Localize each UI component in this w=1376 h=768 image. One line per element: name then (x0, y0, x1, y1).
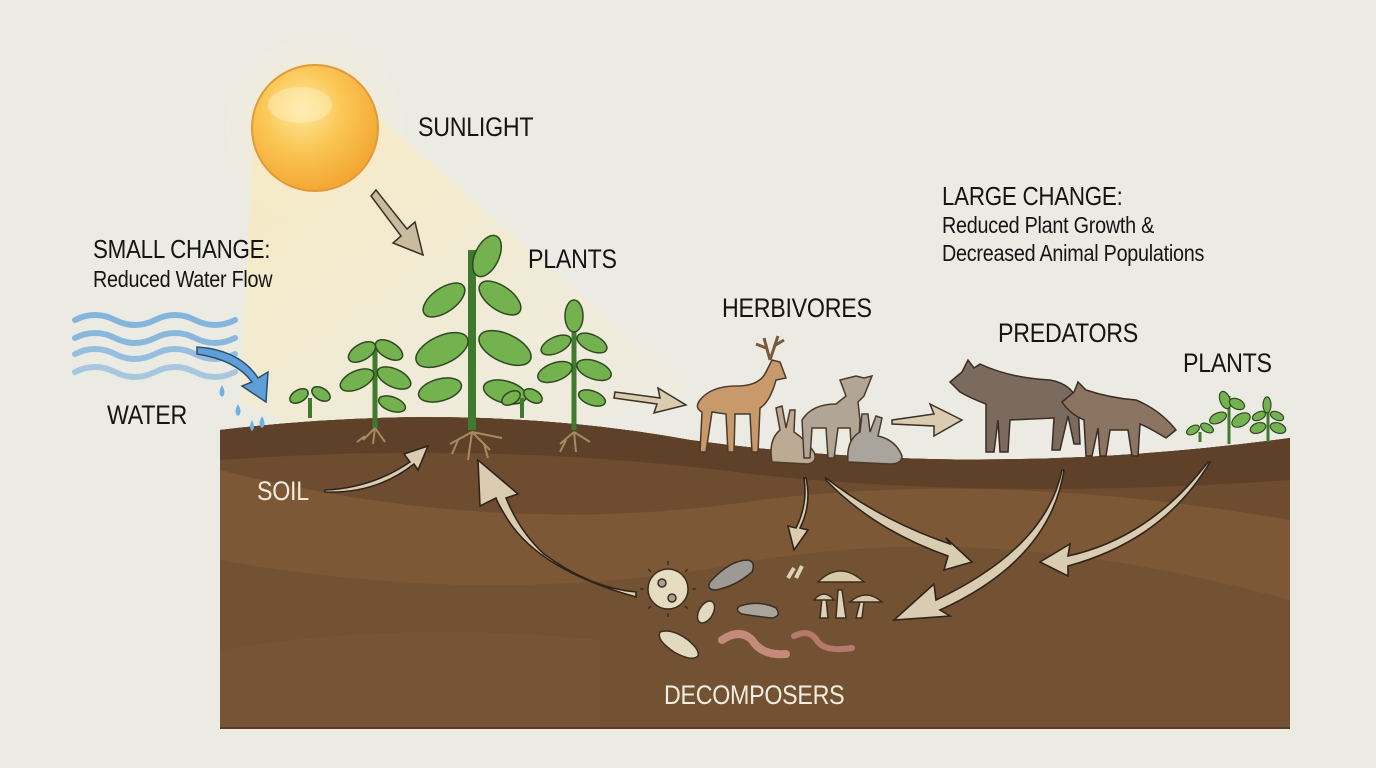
sunlight-arrow (370, 188, 425, 257)
water-waves-icon (72, 312, 238, 380)
soil-label: SOIL (257, 476, 309, 506)
decomposers-to-plants-arrow (477, 458, 637, 599)
nutrient-flow-arrows (324, 444, 1212, 621)
decomposers-icon (640, 559, 884, 659)
small-change-description: Reduced Water Flow (93, 266, 273, 292)
large-change-title: LARGE CHANGE: (942, 181, 1123, 211)
soil-to-plants-arrow (324, 444, 430, 493)
decomposers-label: DECOMPOSERS (664, 680, 845, 710)
water-label: WATER (107, 400, 187, 430)
water-droplets-icon (219, 385, 265, 431)
herbivores-label: HERBIVORES (722, 293, 872, 323)
plants-to-decomposers-arrow (1038, 461, 1212, 578)
sun-icon (251, 64, 379, 192)
water-flow-arrow (196, 346, 269, 404)
small-change-title: SMALL CHANGE: (93, 234, 271, 264)
roots-icon (356, 427, 591, 461)
large-change-line2: Decreased Animal Populations (942, 240, 1205, 266)
plants-right-icon (1186, 390, 1287, 444)
plants-right-label: PLANTS (1183, 348, 1272, 378)
herbivores-icon (696, 335, 903, 465)
plants-label: PLANTS (528, 244, 617, 274)
predators-to-decomposers-arrow (891, 469, 1065, 621)
plants-to-herbivores-arrow (613, 386, 688, 415)
predators-icon (948, 358, 1178, 457)
herbivores-to-decomposers-arrow (786, 477, 810, 552)
plants-icon (289, 234, 612, 430)
large-change-line1: Reduced Plant Growth & (942, 212, 1155, 238)
predators-label: PREDATORS (998, 318, 1139, 348)
herbivores-to-decomposers-long-arrow (825, 476, 974, 572)
herbivores-to-predators-arrow (891, 402, 964, 438)
sunlight-label: SUNLIGHT (418, 112, 534, 142)
